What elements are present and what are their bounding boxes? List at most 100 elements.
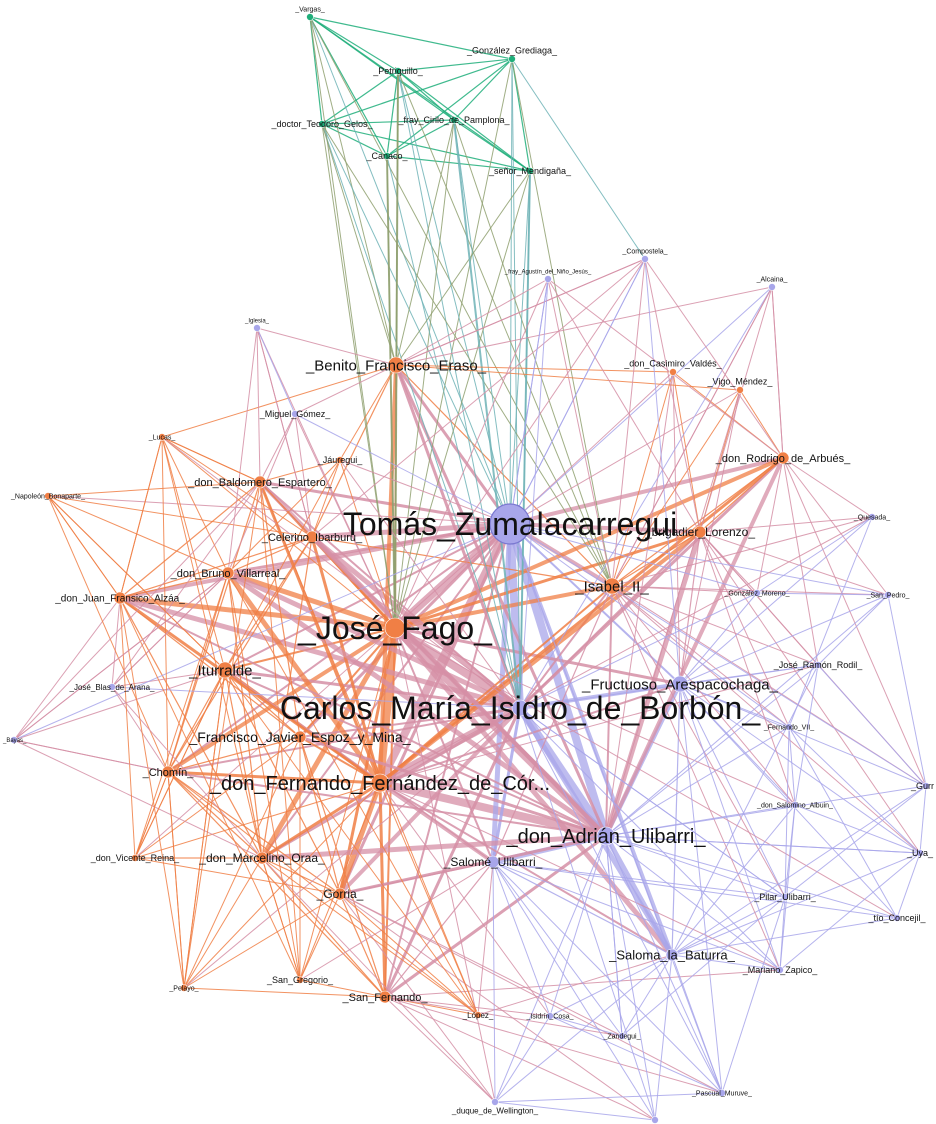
node-pascual[interactable] — [718, 1089, 726, 1097]
node-mendigana[interactable] — [526, 167, 534, 175]
edge-lopez-baldomero — [259, 481, 479, 1016]
node-vargas[interactable] — [306, 13, 314, 21]
node-fernando_cor[interactable] — [370, 773, 390, 793]
edge-fernando_cor-adrian — [379, 779, 607, 840]
node-fago[interactable] — [384, 617, 406, 639]
node-label-jose_blas: _José_Blas_de_Arana_ — [69, 683, 156, 692]
edge-sangregorio-fernando_cor — [299, 782, 381, 981]
node-zanduegui[interactable] — [618, 1032, 626, 1040]
node-duque[interactable] — [491, 1098, 499, 1106]
node-sanfernando[interactable] — [378, 990, 392, 1004]
node-celerino[interactable] — [305, 530, 319, 544]
node-salomino[interactable] — [791, 801, 799, 809]
node-gonzalez_moreno[interactable] — [753, 589, 761, 597]
node-vigo[interactable] — [736, 386, 744, 394]
node-miguel[interactable] — [291, 410, 299, 418]
edge-jose_blas-chomin — [111, 686, 169, 773]
node-label-pelayo: _Pelayo_ — [168, 985, 198, 992]
node-sangregorio[interactable] — [296, 976, 304, 984]
edge-petriquillo-isabel — [397, 70, 613, 587]
edge-tomas-fernando_cor — [376, 522, 514, 785]
node-label-gorria: _Gorria_ — [316, 887, 364, 901]
edge-jose_blas-carlos — [111, 686, 521, 709]
node-espoz[interactable] — [293, 730, 307, 744]
node-petriquillo[interactable] — [394, 67, 402, 75]
edge-tomas-lorenzo — [509, 522, 701, 534]
node-casimiro[interactable] — [669, 368, 677, 376]
node-claudia[interactable] — [651, 1116, 659, 1124]
node-adrian[interactable] — [596, 826, 616, 846]
node-compostela[interactable] — [641, 255, 649, 263]
edge-gonzalez_grediaga-cirilo — [453, 58, 513, 121]
edge-vigo-isabel — [611, 389, 741, 587]
node-salome[interactable] — [486, 855, 500, 869]
node-vicente[interactable] — [131, 854, 139, 862]
node-alcaina[interactable] — [768, 283, 776, 291]
node-pilar[interactable] — [781, 893, 789, 901]
node-jauregui[interactable] — [336, 456, 344, 464]
node-isidrin[interactable] — [546, 1012, 554, 1020]
node-lorenzo[interactable] — [693, 525, 707, 539]
edge-iglesia-baldomero — [256, 327, 261, 483]
edge-fernando7-quesada — [788, 516, 873, 728]
node-fernando7[interactable] — [785, 723, 793, 731]
node-fray_agustin[interactable] — [544, 275, 552, 283]
edge-pascual-sanfernando — [384, 996, 723, 1094]
node-isabel[interactable] — [603, 577, 621, 595]
edge-vicente-espoz — [134, 736, 301, 859]
node-quesada[interactable] — [868, 513, 876, 521]
node-carlos[interactable] — [511, 699, 529, 717]
edge-carlos-sanfernando — [383, 707, 522, 998]
node-bruno[interactable] — [221, 566, 235, 580]
edge-uya-saloma — [671, 852, 921, 956]
edge-pelayo-carlos — [183, 707, 521, 989]
node-marcelino[interactable] — [255, 851, 269, 865]
node-lopez[interactable] — [474, 1011, 482, 1019]
node-napoleon[interactable] — [44, 492, 52, 500]
edge-fago-espoz — [299, 627, 396, 738]
node-baldomero[interactable] — [253, 475, 267, 489]
edge-mariano-carlos — [519, 707, 781, 971]
edge-miguel-benito — [294, 364, 397, 415]
node-label-lorenzo: _brigadier_Lorenzo_ — [644, 525, 755, 539]
node-tio[interactable] — [893, 914, 901, 922]
edge-gonzalez_grediaga-mendigana — [511, 58, 531, 172]
edge-fernando_cor-juan_alzaa — [119, 596, 381, 785]
node-chomin[interactable] — [161, 765, 175, 779]
node-teodoro[interactable] — [318, 120, 326, 128]
edge-salomino-fernando7 — [788, 726, 796, 806]
node-iglesia[interactable] — [253, 324, 261, 332]
node-tomas[interactable] — [489, 503, 531, 545]
node-label-lucas: _Lucas_ — [148, 434, 176, 441]
node-uya[interactable] — [916, 849, 924, 857]
edge-quesada-fructuoso — [679, 516, 873, 685]
node-sanpedro[interactable] — [884, 591, 892, 599]
node-pelayo[interactable] — [180, 984, 188, 992]
edge-fray_agustin-fago — [394, 278, 549, 629]
node-canaco[interactable] — [383, 152, 391, 160]
edge-sanpedro-lorenzo — [699, 531, 889, 596]
edge-fernando7-lorenzo — [699, 531, 790, 728]
edge-napoleon-tomas — [47, 495, 511, 525]
edge-salomino-saloma — [671, 804, 796, 956]
node-jose_ramon[interactable] — [814, 661, 822, 669]
node-benito[interactable] — [387, 356, 405, 374]
node-label-gonzalez_moreno: _González_Moreno_ — [724, 590, 790, 597]
edge-tio-fernando7 — [788, 726, 898, 919]
node-fructuoso[interactable] — [671, 675, 689, 693]
node-rodrigo[interactable] — [776, 451, 790, 465]
node-gurr[interactable] — [922, 782, 930, 790]
node-juan_alzaa[interactable] — [113, 591, 127, 605]
edge-bruno-celerino — [227, 536, 313, 574]
node-iturralde[interactable] — [216, 661, 234, 679]
node-lucas[interactable] — [158, 433, 166, 441]
edge-uya-gurr — [919, 785, 927, 854]
node-cirilo[interactable] — [450, 116, 458, 124]
node-bayas[interactable] — [10, 736, 18, 744]
node-mariano[interactable] — [776, 966, 784, 974]
node-saloma[interactable] — [665, 948, 679, 962]
edge-jauregui-benito — [339, 364, 397, 461]
node-gorria[interactable] — [333, 887, 347, 901]
node-jose_blas[interactable] — [108, 683, 116, 691]
node-gonzalez_grediaga[interactable] — [508, 55, 516, 63]
